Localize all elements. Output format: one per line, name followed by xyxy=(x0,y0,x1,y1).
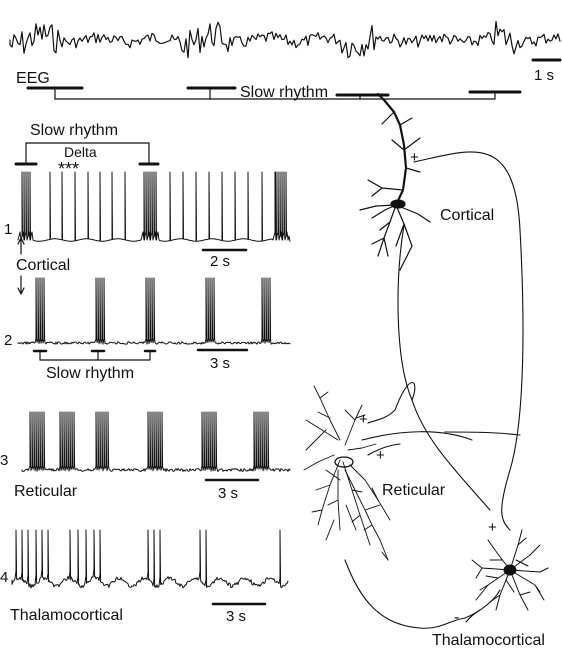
thalamocortical-neuron-label: Thalamocortical xyxy=(432,632,545,649)
eeg-scale-label: 1 s xyxy=(534,67,554,84)
trace2-number: 2 xyxy=(4,332,12,349)
minus-sign-thalamocortical: - xyxy=(454,609,459,626)
delta-marks: *** xyxy=(58,159,79,179)
trace1-scale-label: 2 s xyxy=(210,253,230,270)
trace3-scale-label: 3 s xyxy=(218,485,238,502)
plus-sign-reticular-2: + xyxy=(376,447,385,464)
slow-rhythm-trace2-label: Slow rhythm xyxy=(46,365,134,382)
thalamocortical-trace xyxy=(12,530,288,588)
thalamocortical-trace-label: Thalamocortical xyxy=(10,607,123,624)
plus-sign-reticular-1: + xyxy=(359,411,368,428)
thalamocortical-neuron xyxy=(472,530,548,610)
slow-rhythm-top-label: Slow rhythm xyxy=(240,84,328,101)
cortical-trace xyxy=(18,172,290,241)
trace3-number: 3 xyxy=(0,452,8,469)
slow-rhythm-cortical-label: Slow rhythm xyxy=(30,122,118,139)
eeg-trace xyxy=(10,21,560,58)
trace2-scale-label: 3 s xyxy=(210,355,230,372)
plus-sign-thalamocortical: + xyxy=(488,519,497,536)
cortical-neuron xyxy=(360,94,430,270)
trace-2 xyxy=(18,278,290,344)
cortical-neuron-label: Cortical xyxy=(440,207,494,224)
cortical-trace-label: Cortical xyxy=(16,257,70,274)
delta-label: Delta xyxy=(64,144,97,160)
arrow-down-icon xyxy=(18,276,24,294)
reticular-trace xyxy=(22,412,290,472)
reticular-neuron-label: Reticular xyxy=(382,482,446,499)
reticular-neuron xyxy=(304,386,390,560)
plus-sign-cortical: + xyxy=(410,149,419,166)
arrow-up-icon xyxy=(18,238,24,254)
slow-rhythm-bracket-trace2 xyxy=(34,351,155,360)
eeg-label: EEG xyxy=(16,70,50,87)
trace1-number: 1 xyxy=(4,221,12,238)
reticular-trace-label: Reticular xyxy=(14,483,78,500)
trace4-scale-label: 3 s xyxy=(226,608,246,625)
trace4-number: 4 xyxy=(0,569,8,586)
connection-lines xyxy=(345,152,523,628)
